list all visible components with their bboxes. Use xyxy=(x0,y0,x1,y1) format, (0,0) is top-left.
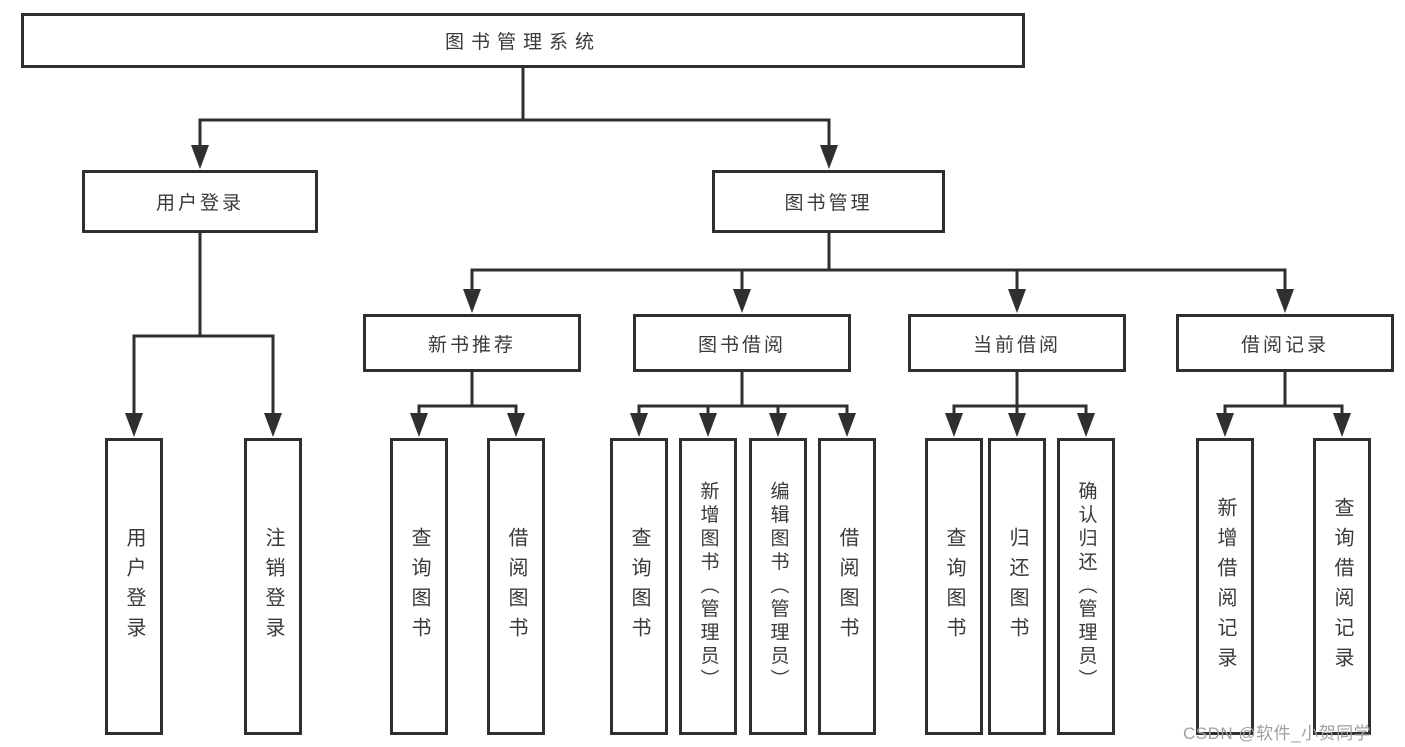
leaf-confirm-return-admin: 确认归还（管理员） xyxy=(1057,438,1115,735)
node-book-management: 图书管理 xyxy=(712,170,945,233)
leaf-return-books: 归还图书 xyxy=(988,438,1046,735)
leaf-query-borrow-record: 查询借阅记录 xyxy=(1313,438,1371,735)
leaf-label: 查询图书 xyxy=(628,526,650,647)
leaf-label: 借阅图书 xyxy=(505,526,527,647)
node-current-borrowing: 当前借阅 xyxy=(908,314,1126,372)
leaf-label: 归还图书 xyxy=(1006,526,1028,647)
node-new-book-recommendation: 新书推荐 xyxy=(363,314,581,372)
leaf-query-books-current: 查询图书 xyxy=(925,438,983,735)
leaf-label: 查询图书 xyxy=(943,526,965,647)
leaf-borrow-books-recommend: 借阅图书 xyxy=(487,438,545,735)
leaf-label: 查询借阅记录 xyxy=(1331,496,1353,677)
node-user-login: 用户登录 xyxy=(82,170,318,233)
leaf-logout-label: 注销登录 xyxy=(262,526,284,647)
leaf-user-login-label: 用户登录 xyxy=(123,526,145,647)
leaf-query-books-borrow: 查询图书 xyxy=(610,438,668,735)
leaf-logout: 注销登录 xyxy=(244,438,302,735)
leaf-label: 确认归还（管理员） xyxy=(1075,480,1097,693)
node-borrowing-records: 借阅记录 xyxy=(1176,314,1394,372)
leaf-query-books-recommend: 查询图书 xyxy=(390,438,448,735)
arrowheads xyxy=(125,145,1351,437)
leaf-add-book-admin: 新增图书（管理员） xyxy=(679,438,737,735)
leaf-edit-book-admin: 编辑图书（管理员） xyxy=(749,438,807,735)
leaf-label: 借阅图书 xyxy=(836,526,858,647)
leaf-label: 编辑图书（管理员） xyxy=(767,480,789,693)
watermark: CSDN @软件_小贺同学 xyxy=(1183,724,1372,743)
leaf-label: 新增图书（管理员） xyxy=(697,480,719,693)
node-library-management-system: 图书管理系统 xyxy=(21,13,1025,68)
leaf-add-borrow-record: 新增借阅记录 xyxy=(1196,438,1254,735)
leaf-label: 新增借阅记录 xyxy=(1214,496,1236,677)
leaf-label: 查询图书 xyxy=(408,526,430,647)
leaf-borrow-books: 借阅图书 xyxy=(818,438,876,735)
leaf-user-login: 用户登录 xyxy=(105,438,163,735)
node-book-borrowing: 图书借阅 xyxy=(633,314,851,372)
